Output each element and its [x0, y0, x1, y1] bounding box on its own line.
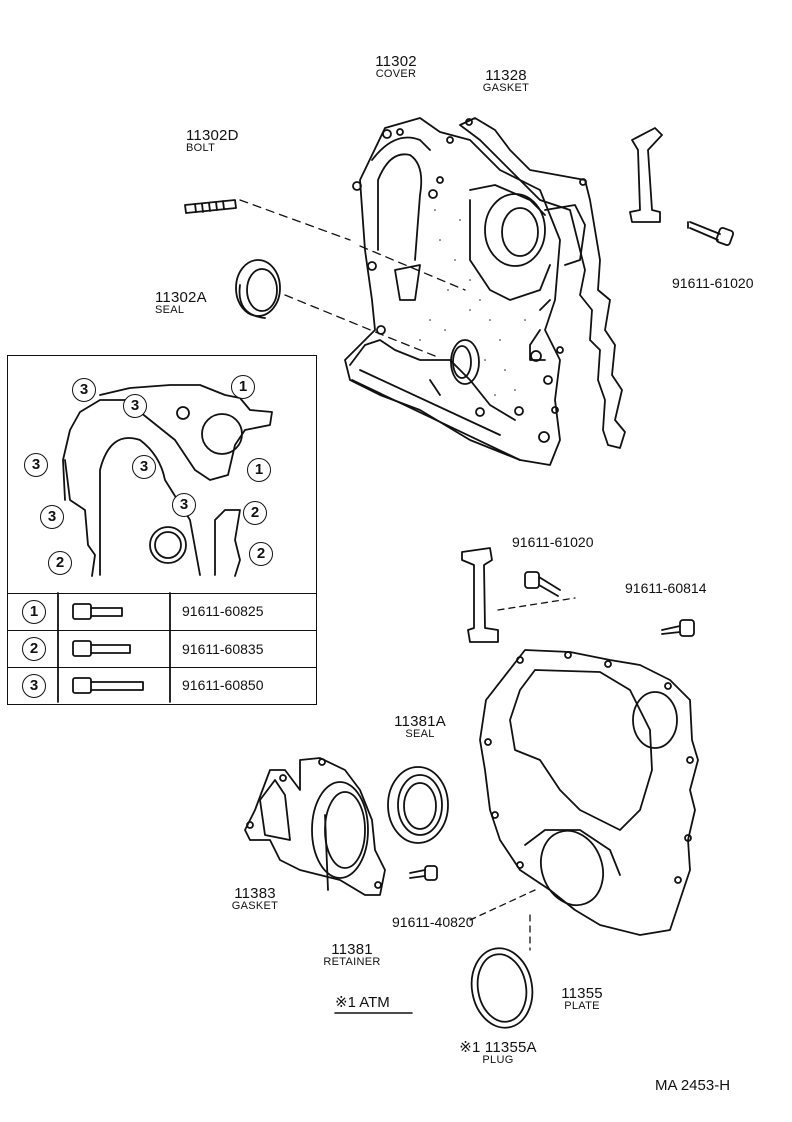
label-11328: 11328 GASKET — [478, 68, 534, 94]
label-11355: 11355 PLATE — [554, 986, 610, 1012]
inset-mark: 3 — [132, 455, 156, 479]
part-number: 11302D — [186, 127, 239, 144]
bolt-part-number: 91611-40820 — [392, 914, 474, 930]
inset-mark: 1 — [247, 458, 271, 482]
bracket-mid-illustration — [461, 547, 499, 643]
part-name: SEAL — [405, 728, 435, 740]
inset-mark: 1 — [231, 375, 255, 399]
plate-11355-illustration — [479, 649, 699, 936]
bracket-top-illustration — [629, 127, 663, 223]
bolt-part-number: 91611-61020 — [512, 534, 594, 550]
table-divider — [7, 630, 317, 631]
part-number: 11302A — [155, 289, 207, 306]
table-part-number: 91611-60825 — [182, 603, 264, 619]
label-11381: 11381 RETAINER — [316, 942, 388, 968]
inset-mark: 3 — [72, 378, 96, 402]
part-number: 11383 — [234, 885, 276, 902]
table-divider — [7, 667, 317, 668]
inset-mark: 3 — [40, 505, 64, 529]
table-divider — [7, 593, 317, 594]
bolt-91611-40820-illustration — [409, 865, 438, 881]
inset-mark: 2 — [243, 501, 267, 525]
part-number: 11381 — [331, 941, 373, 958]
part-number: 11381A — [394, 713, 446, 730]
figure-code: MA 2453-H — [655, 1077, 731, 1094]
part-number: 11355 — [561, 985, 603, 1002]
seal-11302A-illustration — [235, 259, 281, 319]
label-11302A: 11302A SEAL — [155, 290, 225, 316]
stud-bolt-11302D-illustration — [184, 199, 237, 214]
part-name: BOLT — [186, 142, 216, 154]
label-11302: 11302 COVER — [368, 54, 424, 80]
inset-mark: 3 — [24, 453, 48, 477]
bolt-table-grid — [57, 592, 171, 703]
cover-gasket-illustration — [459, 117, 626, 449]
part-name: GASKET — [231, 900, 279, 912]
bolt-part-number: 91611-60814 — [625, 580, 707, 596]
table-mark: 1 — [22, 600, 46, 624]
plug-11355A-illustration — [470, 947, 534, 1029]
part-name: RETAINER — [323, 956, 381, 968]
label-11302D: 11302D BOLT — [186, 128, 246, 154]
retainer-gasket-illustration — [244, 757, 386, 896]
part-name: PLUG — [482, 1054, 514, 1066]
timing-cover-illustration — [344, 117, 586, 466]
part-name: GASKET — [482, 82, 530, 94]
part-number: 11328 — [485, 67, 527, 84]
label-11383: 11383 GASKET — [226, 886, 284, 912]
part-number: 11302 — [375, 53, 417, 70]
part-name: PLATE — [564, 1000, 600, 1012]
table-part-number: 91611-60835 — [182, 641, 264, 657]
cover-shading — [419, 209, 526, 396]
label-11381A: 11381A SEAL — [390, 714, 450, 740]
label-11355A: ※1 11355A PLUG — [450, 1040, 546, 1066]
table-part-number: 91611-60850 — [182, 677, 264, 693]
table-mark: 2 — [22, 637, 46, 661]
inset-mark: 3 — [123, 394, 147, 418]
inset-mark: 2 — [48, 551, 72, 575]
table-mark: 3 — [22, 674, 46, 698]
bolt-location-inset — [7, 355, 317, 705]
part-name: SEAL — [155, 304, 185, 316]
part-name: COVER — [375, 68, 417, 80]
bolt-91611-61020-top-illustration — [687, 221, 735, 246]
atm-note: ※1 ATM — [335, 994, 390, 1011]
part-number: ※1 11355A — [459, 1039, 537, 1056]
bolt-91611-60814-illustration — [661, 619, 695, 637]
bolt-part-number: 91611-61020 — [672, 275, 754, 291]
seal-11381A-illustration — [387, 766, 449, 844]
inset-mark: 2 — [249, 542, 273, 566]
inset-mark: 3 — [172, 493, 196, 517]
inset-cover-outline — [62, 384, 273, 577]
bolt-91611-61020-mid-illustration — [524, 571, 561, 597]
bolt-icons — [72, 603, 144, 694]
